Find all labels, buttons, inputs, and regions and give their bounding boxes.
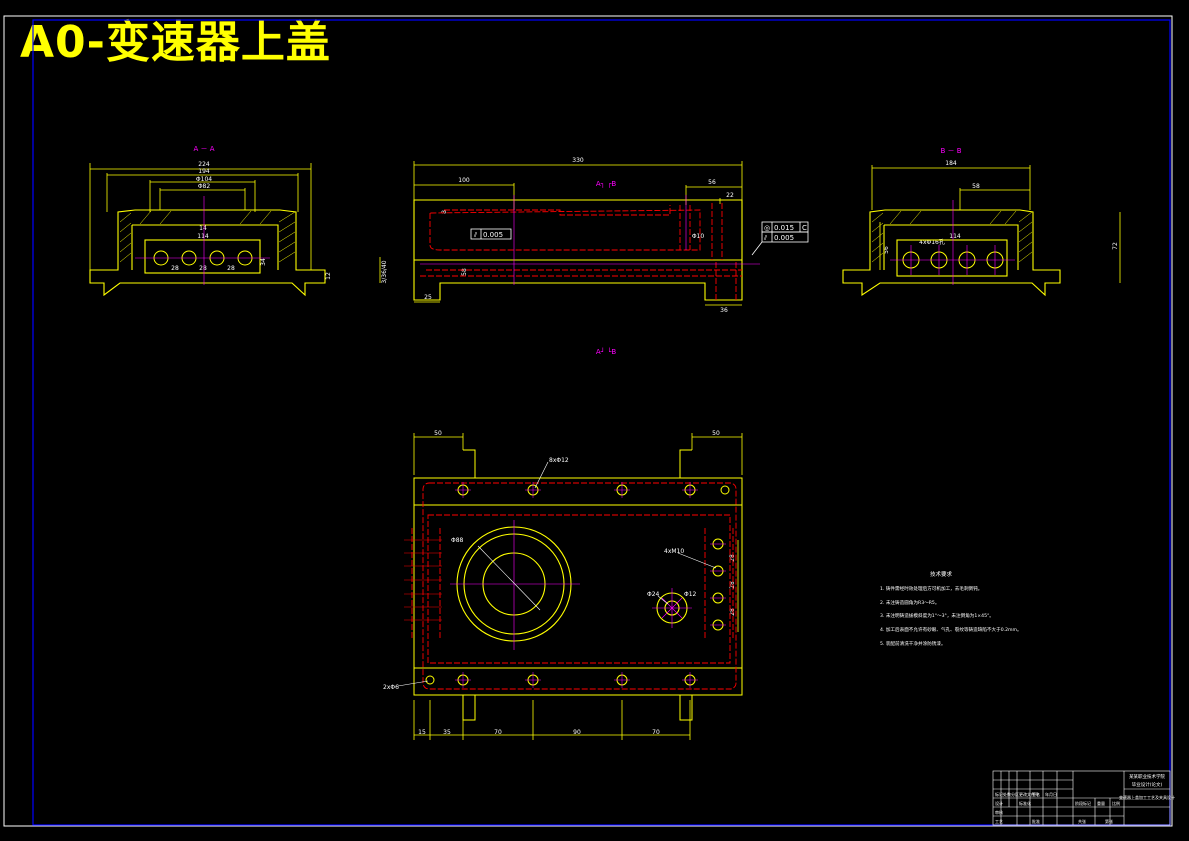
tb-label: 重量 <box>1097 800 1105 806</box>
dim-plan-50r: 50 <box>712 430 720 437</box>
dim-bb-114: 114 <box>949 233 961 240</box>
dim-bb-58: 58 <box>972 183 980 190</box>
tb-label: 分区 <box>1011 791 1019 797</box>
drawing-title: A0-变速器上盖 <box>20 17 331 68</box>
dim-aa-12: 12 <box>325 272 332 280</box>
tb-label: 审核 <box>995 809 1003 815</box>
dim-aa-114: 114 <box>197 233 209 240</box>
dim-bb-holes: 4xΦ16孔 <box>919 238 945 246</box>
dim-aa-28c: 28 <box>227 265 235 272</box>
tb-label: 共张 <box>1078 818 1086 824</box>
dim-front-stack: 3/36/40 <box>381 260 388 283</box>
dim-plan-12b: Φ12 <box>684 591 697 598</box>
tech-req-item: 1. 铸件需经时效处理后方可机加工，去毛刺倒钝。 <box>880 585 982 592</box>
tb-label: 第张 <box>1105 818 1113 824</box>
dim-front-25: 25 <box>424 294 432 301</box>
tol-left-value: 0.005 <box>483 231 503 239</box>
dim-aa-28a: 28 <box>171 265 179 272</box>
dim-plan-bolt: 8xΦ12 <box>549 457 569 464</box>
dim-bb-56: 56 <box>883 246 890 254</box>
tb-label: 比例 <box>1112 800 1120 806</box>
tb-label: 更改文件号 <box>1019 791 1039 797</box>
tb-label: 批准 <box>1032 818 1040 824</box>
dim-plan-70a: 70 <box>494 729 502 736</box>
dim-plan-35: 35 <box>443 729 451 736</box>
tol-right1-value: 0.015 <box>774 224 794 232</box>
tb-label: 阶段标记 <box>1075 800 1091 806</box>
dim-aa-194: 194 <box>198 168 210 175</box>
tech-req-item: 5. 装配前清洗干净并涂防锈漆。 <box>880 640 946 647</box>
tech-req-item: 4. 加工后表面不允许有砂眼、气孔、裂纹等铸造缺陷不大于0.2mm。 <box>880 626 1022 633</box>
tb-label: 工艺 <box>995 819 1003 824</box>
tol-right2-symbol: ⫽ <box>763 234 768 242</box>
section-aa-label: A － A <box>193 145 214 153</box>
tb-label: 签名 <box>1032 791 1040 797</box>
tb-dept: 毕业设计(论文) <box>1132 781 1163 788</box>
front-section-mark: A┐ ┌B <box>596 180 616 188</box>
tb-label: 标记 <box>995 791 1003 797</box>
dim-front-36: 36 <box>720 307 728 314</box>
outer-frame <box>3 15 1173 827</box>
tech-req-item: 3. 未注明铸造拔模斜度为1°～3°，未注倒角为1×45°。 <box>880 612 994 619</box>
drawing-border <box>32 19 1171 826</box>
section-bb-view: B － B 184 58 4xΦ16孔 114 56 72 <box>842 147 1121 297</box>
dim-front-56: 56 <box>708 179 716 186</box>
tb-label: 年月日 <box>1045 791 1057 797</box>
dim-front-10: Φ10 <box>692 233 705 240</box>
tol-right2-value: 0.005 <box>774 234 794 242</box>
dim-front-100: 100 <box>458 177 470 184</box>
dim-plan-90: 90 <box>573 729 581 736</box>
dim-aa-224: 224 <box>198 161 210 168</box>
dim-aa-104: Φ104 <box>196 176 212 183</box>
tb-label: 标准化 <box>1019 800 1031 806</box>
dim-aa-14: 14 <box>199 225 207 232</box>
dim-plan-24: Φ24 <box>647 591 660 598</box>
tb-label: 设计 <box>995 800 1003 806</box>
title-block: 某某职业技术学院 毕业设计(论文) 变速器上盖加工工艺及夹具设计 标记 处数 分… <box>992 770 1175 826</box>
plan-section-mark: A┘ └B <box>596 347 616 356</box>
dim-plan-r28c: 28 <box>729 608 736 616</box>
tech-req-heading: 技术要求 <box>930 570 953 578</box>
tol-right1-datum: C <box>802 224 807 232</box>
dim-plan-r28a: 28 <box>729 554 736 562</box>
dim-front-22: 22 <box>726 192 734 199</box>
dim-bb-184: 184 <box>945 160 957 167</box>
tol-right1-symbol: ◎ <box>764 224 770 232</box>
dim-aa-34: 34 <box>260 258 267 266</box>
dim-front-8: 8 <box>441 210 448 214</box>
dim-plan-88: Φ88 <box>451 537 464 544</box>
section-bb-label: B － B <box>940 147 961 155</box>
dim-plan-2m6: 2xΦ6 <box>383 684 399 691</box>
tb-label: 处数 <box>1003 791 1011 797</box>
dim-plan-50l: 50 <box>434 430 442 437</box>
dim-aa-28b: 28 <box>199 265 207 272</box>
tb-school: 某某职业技术学院 <box>1129 773 1165 780</box>
section-aa-view: A － A 224 194 Φ104 Φ82 14 114 28 28 28 3… <box>89 145 332 297</box>
dim-aa-82: Φ82 <box>198 183 211 190</box>
tb-part: 变速器上盖加工工艺及夹具设计 <box>1119 794 1175 800</box>
dim-plan-r28b: 28 <box>729 581 736 589</box>
tech-req-item: 2. 未注铸造圆角为R3～R5。 <box>880 599 939 606</box>
dim-plan-15: 15 <box>418 729 426 736</box>
tol-left-symbol: ⫽ <box>473 231 478 239</box>
dim-bb-72: 72 <box>1112 242 1119 250</box>
dim-front-330: 330 <box>572 157 584 164</box>
dim-plan-4m10: 4xM10 <box>664 548 684 555</box>
technical-requirements: 技术要求 1. 铸件需经时效处理后方可机加工，去毛刺倒钝。 2. 未注铸造圆角为… <box>880 570 1022 647</box>
dim-front-58: 58 <box>461 268 468 276</box>
plan-view: A┘ └B 50 50 15 35 70 90 70 28 28 28 <box>383 347 743 740</box>
dim-plan-70b: 70 <box>652 729 660 736</box>
front-view: A┐ ┌B 330 100 56 22 Φ10 25 36 3/36/40 8 … <box>379 157 809 314</box>
